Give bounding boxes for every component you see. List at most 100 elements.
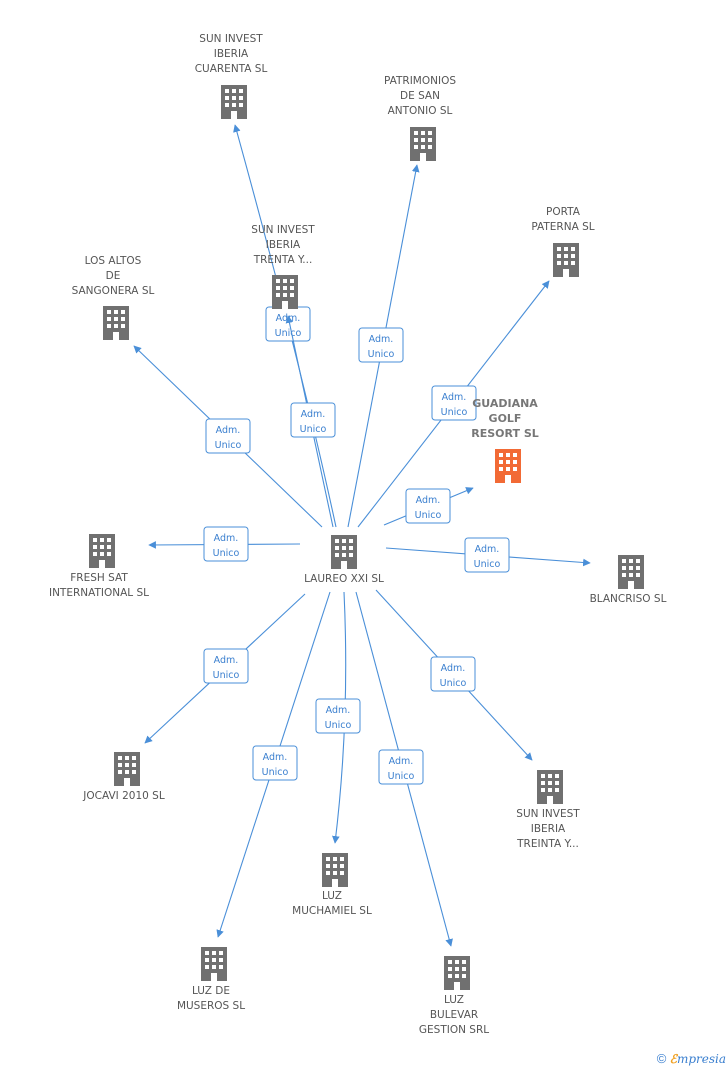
company-name: MUSEROS SL bbox=[177, 1000, 245, 1012]
company-name: ANTONIO SL bbox=[388, 105, 453, 117]
edges-layer: Adm.UnicoAdm.UnicoAdm.UnicoAdm.UnicoAdm.… bbox=[133, 124, 591, 947]
edge-label-badge[interactable]: Adm.Unico bbox=[205, 418, 251, 454]
edge-label-badge[interactable]: Adm.Unico bbox=[265, 306, 311, 342]
building-icon bbox=[272, 275, 298, 309]
company-name: LUZ bbox=[322, 890, 342, 902]
edge-label-box bbox=[290, 402, 336, 438]
brand-logo-text: mpresia bbox=[676, 1052, 726, 1066]
edge-label-text: Unico bbox=[415, 510, 442, 521]
company-name: LOS ALTOS bbox=[85, 255, 142, 267]
edge-museros: Adm. Unico bbox=[216, 591, 331, 938]
edge-label-badge[interactable]: Adm.Unico bbox=[203, 648, 249, 684]
company-node-blancriso[interactable]: BLANCRISO SL bbox=[590, 555, 667, 605]
company-name: IBERIA bbox=[531, 823, 566, 835]
edge-sun40: Adm. Unico bbox=[233, 124, 337, 528]
company-node-muchamiel[interactable]: LUZ MUCHAMIEL SL bbox=[292, 853, 372, 917]
edge-label-box bbox=[464, 537, 510, 573]
company-node-jocavi[interactable]: JOCAVI 2010 SL bbox=[82, 752, 165, 802]
edge-label-text: Adm. bbox=[369, 334, 394, 345]
company-node-patri[interactable]: PATRIMONIOS DE SAN ANTONIO SL bbox=[384, 75, 456, 161]
edge-label-text: Adm. bbox=[263, 752, 288, 763]
edge-guadiana: Adm.Unico bbox=[383, 487, 474, 526]
company-name: RESORT SL bbox=[471, 427, 539, 440]
company-name: GESTION SRL bbox=[419, 1024, 489, 1036]
building-icon bbox=[103, 306, 129, 340]
edge-label-badge[interactable]: Adm. Unico bbox=[252, 745, 298, 781]
company-name: GUADIANA bbox=[472, 397, 538, 410]
edge-label-box bbox=[431, 385, 477, 421]
edge-label-badge[interactable]: Adm.Unico bbox=[315, 698, 361, 734]
company-name: LAUREO XXI SL bbox=[304, 573, 384, 585]
edge-label-text: Unico bbox=[368, 349, 395, 360]
company-name: FRESH SAT bbox=[70, 572, 128, 584]
company-name: CUARENTA SL bbox=[195, 63, 268, 75]
copyright-symbol: © bbox=[656, 1051, 667, 1066]
edge-label-box bbox=[430, 656, 476, 692]
edge-label-badge[interactable]: Adm.Unico bbox=[430, 656, 476, 692]
edge-label-text: Unico bbox=[474, 559, 501, 570]
company-name: TREINTA Y... bbox=[516, 838, 579, 850]
edge-label-box bbox=[405, 488, 451, 524]
company-name: BLANCRISO SL bbox=[590, 593, 667, 605]
building-icon bbox=[618, 555, 644, 589]
edge-label-text: Adm. bbox=[301, 409, 326, 420]
building-icon bbox=[221, 85, 247, 119]
edge-label-badge[interactable]: Adm. Unico bbox=[358, 327, 404, 363]
company-name: PORTA bbox=[546, 206, 581, 218]
edge-label-text: Unico bbox=[275, 328, 302, 339]
brand-logo-letter: ℰ bbox=[669, 1052, 677, 1066]
company-name: DE bbox=[106, 270, 121, 282]
company-name: TRENTA Y... bbox=[253, 254, 313, 266]
building-icon bbox=[114, 752, 140, 786]
edge-label-text: Unico bbox=[325, 720, 352, 731]
edge-label-badge[interactable]: Adm.Unico bbox=[203, 526, 249, 562]
edge-label-box bbox=[203, 648, 249, 684]
edge-label-box bbox=[358, 327, 404, 363]
company-name: JOCAVI 2010 SL bbox=[82, 790, 165, 802]
company-name: DE SAN bbox=[400, 90, 440, 102]
company-name: MUCHAMIEL SL bbox=[292, 905, 372, 917]
edge-label-text: Unico bbox=[262, 767, 289, 778]
edge-label-badge[interactable]: Adm. Unico bbox=[378, 749, 424, 785]
company-name: PATRIMONIOS bbox=[384, 75, 456, 87]
edge-label-text: Adm. bbox=[214, 533, 239, 544]
company-node-laureo[interactable]: LAUREO XXI SL bbox=[304, 535, 384, 585]
company-name: IBERIA bbox=[266, 239, 301, 251]
company-name: BULEVAR bbox=[430, 1009, 478, 1021]
edge-label-box bbox=[205, 418, 251, 454]
edge-label-badge[interactable]: Adm. Unico bbox=[431, 385, 477, 421]
edge-jocavi: Adm.Unico bbox=[144, 593, 306, 744]
edge-label-text: Unico bbox=[440, 678, 467, 689]
edge-label-badge[interactable]: Adm.Unico bbox=[290, 402, 336, 438]
edge-sun3a: Adm.Unico bbox=[285, 315, 336, 528]
company-name: IBERIA bbox=[214, 48, 249, 60]
edge-label-text: Adm. bbox=[389, 756, 414, 767]
building-icon bbox=[331, 535, 357, 569]
edge-label-badge[interactable]: Adm.Unico bbox=[405, 488, 451, 524]
edge-label-box bbox=[378, 749, 424, 785]
building-icon bbox=[495, 449, 521, 483]
building-icon bbox=[444, 956, 470, 990]
edge-line bbox=[233, 124, 337, 528]
building-icon bbox=[410, 127, 436, 161]
building-icon bbox=[89, 534, 115, 568]
edge-label-box bbox=[203, 526, 249, 562]
edge-label-text: Unico bbox=[441, 407, 468, 418]
edge-label-text: Unico bbox=[215, 440, 242, 451]
edge-label-text: Unico bbox=[388, 771, 415, 782]
edge-label-text: Adm. bbox=[442, 392, 467, 403]
edge-altos: Adm. Unico bbox=[133, 345, 323, 528]
edge-label-badge[interactable]: Adm.Unico bbox=[464, 537, 510, 573]
edge-label-text: Unico bbox=[213, 670, 240, 681]
